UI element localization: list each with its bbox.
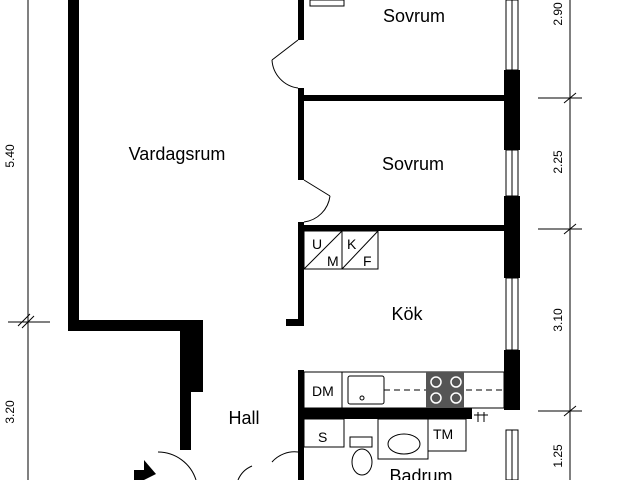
appliance-label-k: K — [347, 236, 357, 252]
room-label-sovrum-lower: Sovrum — [382, 154, 444, 174]
dimension-left-lower: 3.20 — [3, 400, 17, 424]
dimension-right-4: 1.25 — [551, 444, 565, 468]
room-label-badrum: Badrum — [389, 466, 452, 480]
walls — [68, 0, 520, 480]
appliance-label-u: U — [312, 236, 322, 252]
stove-burners — [430, 376, 462, 404]
dimension-lines — [8, 0, 582, 480]
appliance-label-m: M — [327, 253, 339, 269]
kitchen-counter — [303, 371, 505, 409]
dimension-right-2: 2.25 — [551, 150, 565, 174]
appliance-label-f: F — [363, 253, 372, 269]
windows — [505, 0, 519, 480]
room-label-kok: Kök — [391, 304, 423, 324]
dimension-right-3: 3.10 — [551, 308, 565, 332]
appliance-label-dm: DM — [312, 383, 334, 399]
bathroom-fixtures — [303, 412, 488, 476]
room-label-hall: Hall — [228, 408, 259, 428]
room-label-sovrum-upper: Sovrum — [383, 6, 445, 26]
entrance-arrow-icon — [134, 460, 156, 480]
room-label-vardagsrum: Vardagsrum — [129, 144, 226, 164]
kitchen-cabinets — [303, 230, 379, 270]
dimension-left-upper: 5.40 — [3, 144, 17, 168]
dimension-right-1: 2.90 — [551, 2, 565, 26]
appliance-label-s: S — [318, 429, 327, 445]
toilet-icon — [351, 448, 373, 476]
appliance-label-tm: TM — [433, 426, 453, 442]
doors — [157, 0, 345, 480]
